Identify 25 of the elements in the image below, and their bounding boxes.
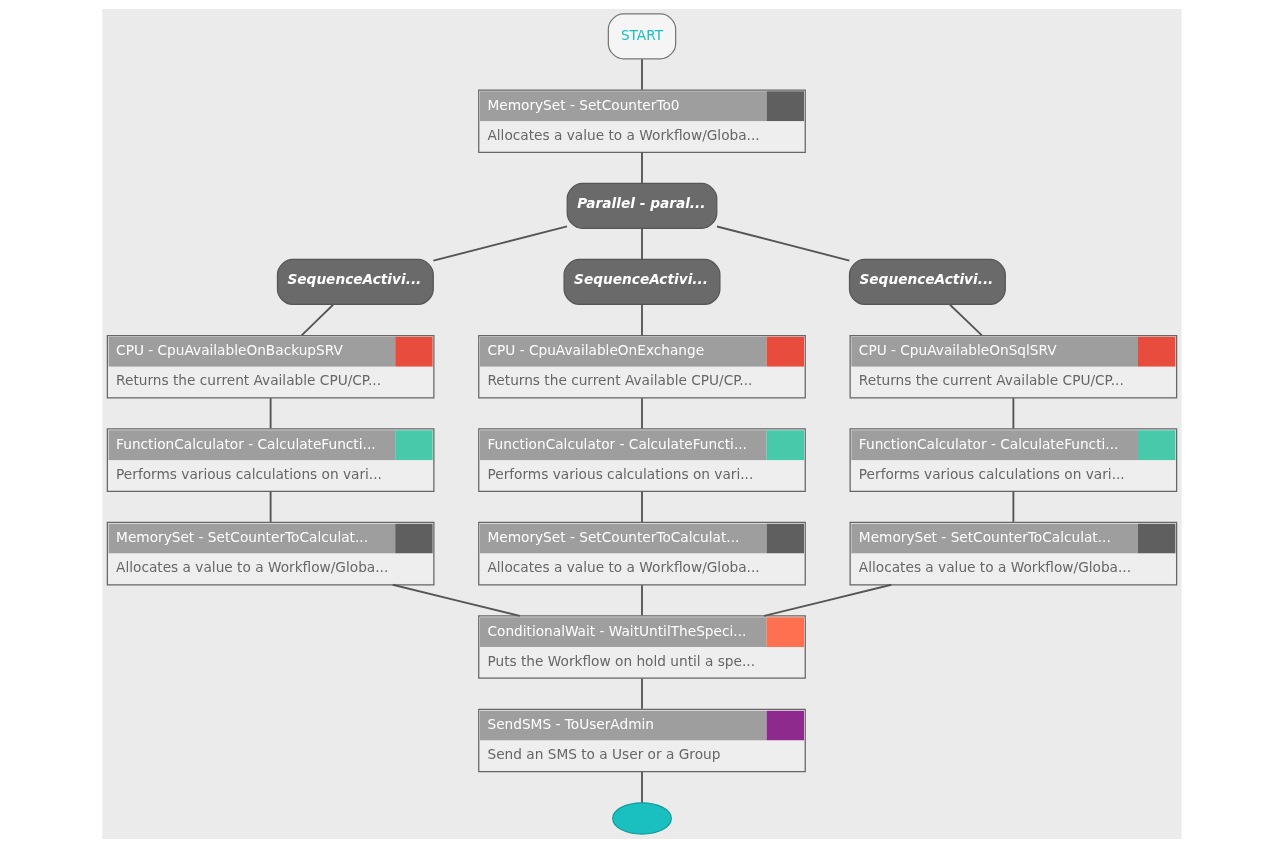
node-box: SequenceActivi... xyxy=(563,258,720,305)
connector xyxy=(1011,490,1014,523)
node-box: START xyxy=(607,12,676,59)
connector xyxy=(715,225,850,262)
connector xyxy=(300,303,334,336)
connector xyxy=(640,396,643,429)
connector xyxy=(1011,396,1014,429)
connector xyxy=(269,490,272,523)
connector xyxy=(640,151,643,184)
connector xyxy=(640,583,643,616)
connector xyxy=(948,303,983,336)
connector xyxy=(640,770,643,803)
connector xyxy=(762,583,892,617)
connector xyxy=(640,227,643,260)
node-ellipse xyxy=(611,801,672,835)
connector xyxy=(391,583,521,617)
connector xyxy=(640,490,643,523)
connector xyxy=(640,57,643,91)
node-box: SequenceActivi... xyxy=(276,258,434,305)
connector xyxy=(269,396,272,429)
connector xyxy=(640,303,643,336)
connector xyxy=(640,677,643,710)
connector xyxy=(431,224,568,262)
node-box: Parallel - paral... xyxy=(566,182,717,229)
node-box: SequenceActivi... xyxy=(848,258,1006,305)
